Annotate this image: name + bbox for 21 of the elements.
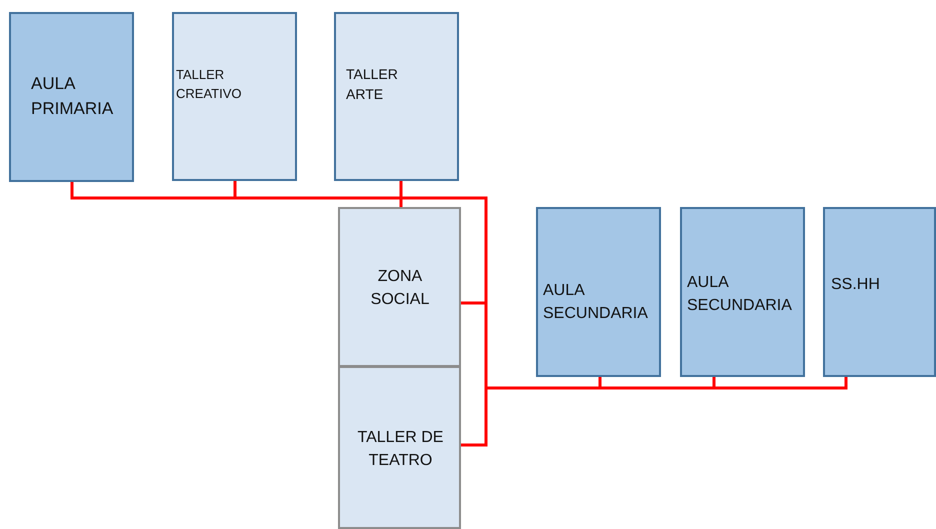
- room-box: [9, 12, 134, 182]
- connector-line: [461, 302, 602, 390]
- connector-line: [70, 181, 236, 200]
- connector-line: [598, 377, 716, 390]
- room-label: TALLER CREATIVO: [176, 66, 242, 103]
- room-label: TALLER ARTE: [346, 65, 399, 104]
- room-box: [172, 12, 297, 181]
- connector-line: [712, 377, 848, 390]
- room-label: ZONA SOCIAL: [370, 267, 430, 310]
- room-box: [536, 207, 661, 377]
- room-box: [338, 366, 461, 529]
- room-label: SS.HH: [831, 275, 881, 295]
- room-label: TALLER DE TEATRO: [356, 428, 444, 472]
- room-label: AULA SECUNDARIA: [687, 273, 793, 316]
- room-label: AULA PRIMARIA: [31, 73, 114, 120]
- room-box: [338, 207, 461, 367]
- room-box: [334, 12, 459, 181]
- room-box: [823, 207, 936, 377]
- connector-line: [234, 181, 488, 304]
- room-label: AULA SECUNDARIA: [543, 281, 649, 324]
- room-box: [680, 207, 805, 377]
